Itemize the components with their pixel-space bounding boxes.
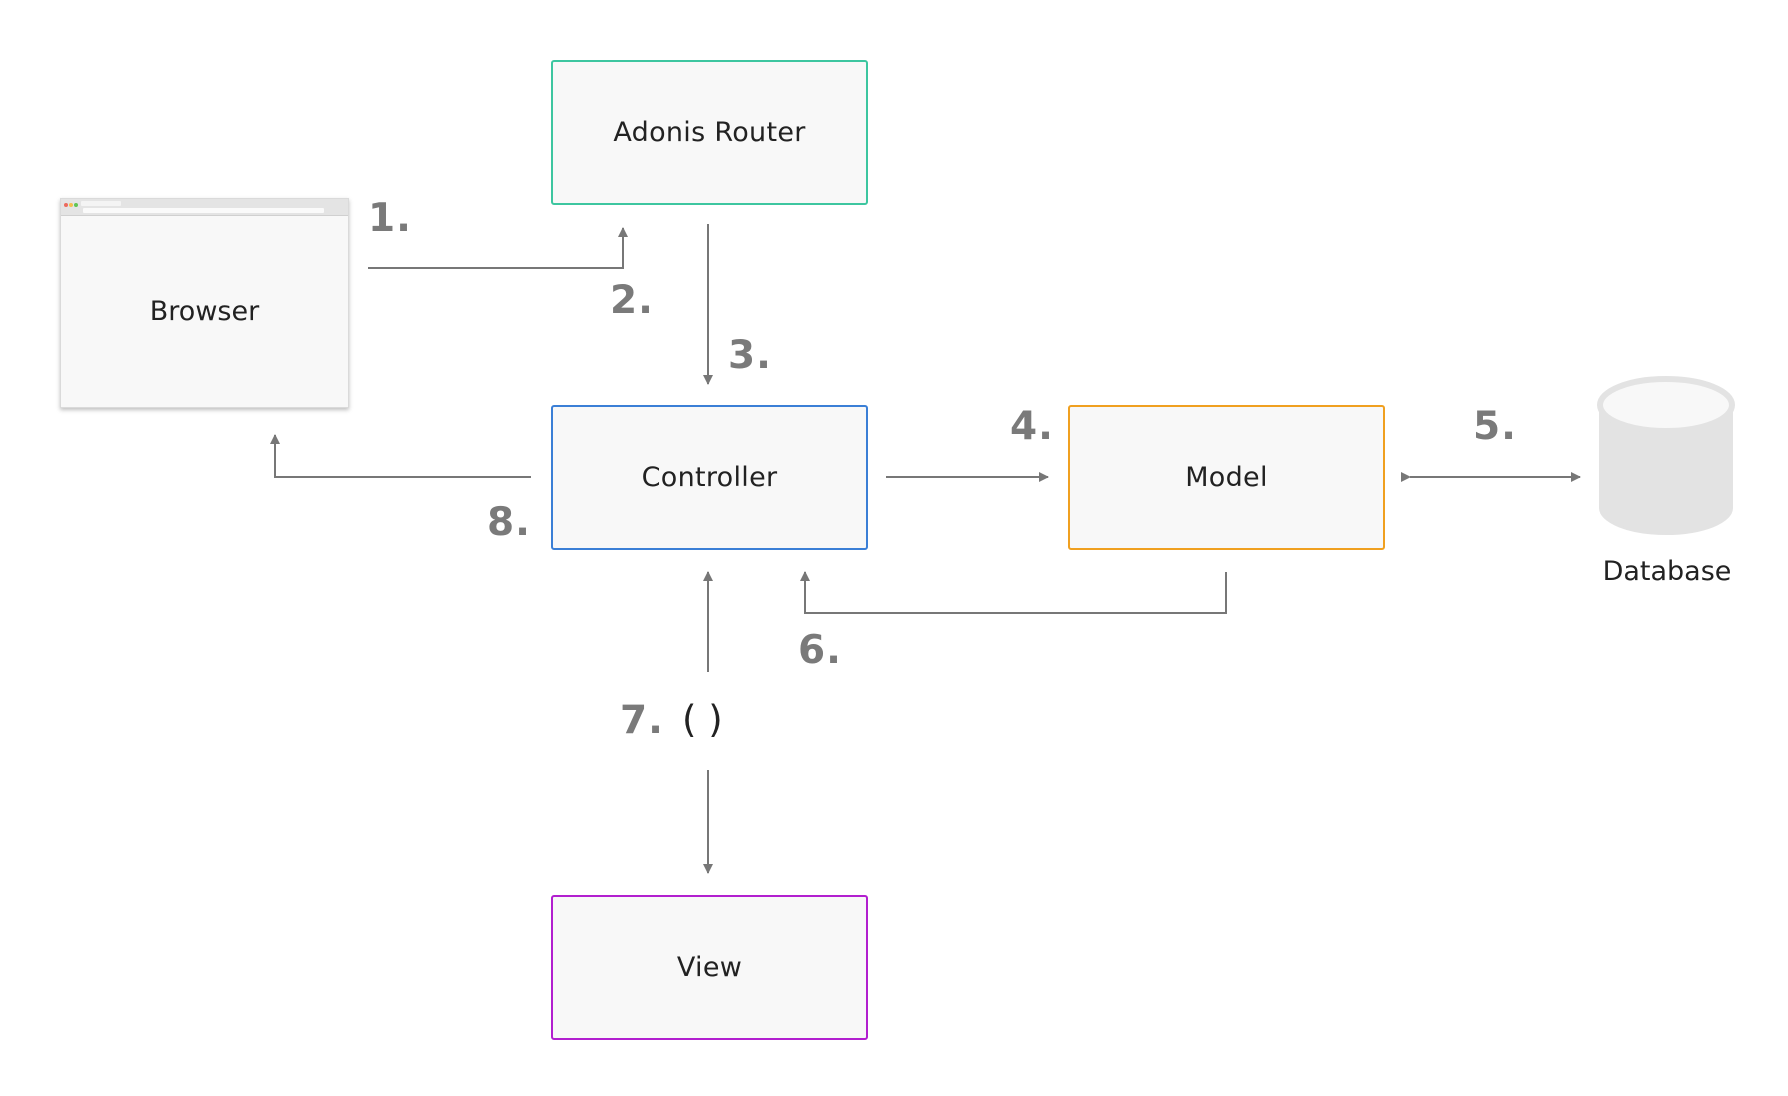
view-label: View <box>676 952 743 983</box>
controller-label: Controller <box>641 462 778 493</box>
arrow-controller-to-browser <box>270 434 531 478</box>
browser-label: Browser <box>149 295 260 327</box>
model-box: Model <box>1068 405 1385 550</box>
controller-box: Controller <box>551 405 868 550</box>
step-7-parentheses: ( ) <box>682 698 723 741</box>
step-2-label: 2. <box>610 278 654 323</box>
browser-window: Browser <box>60 198 349 408</box>
step-3-label: 3. <box>728 333 772 378</box>
arrow-browser-to-router <box>368 227 628 269</box>
step-1-label: 1. <box>368 196 412 241</box>
step-4-label: 4. <box>1010 404 1054 449</box>
browser-tab <box>81 201 121 206</box>
maximize-dot-icon <box>74 203 78 207</box>
view-box: View <box>551 895 868 1040</box>
adonis-router-box: Adonis Router <box>551 60 868 205</box>
arrow-model-to-controller <box>800 571 1227 614</box>
close-dot-icon <box>64 203 68 207</box>
step-7-label: 7. <box>620 698 664 743</box>
step-6-label: 6. <box>798 628 842 673</box>
browser-address-bar <box>83 208 324 213</box>
step-8-label: 8. <box>487 500 531 545</box>
step-5-label: 5. <box>1473 404 1517 449</box>
adonis-router-label: Adonis Router <box>613 117 806 148</box>
database-label: Database <box>1602 556 1732 587</box>
minimize-dot-icon <box>69 203 73 207</box>
browser-toolbar <box>61 199 348 216</box>
model-label: Model <box>1185 462 1268 493</box>
database-icon <box>1597 376 1735 535</box>
